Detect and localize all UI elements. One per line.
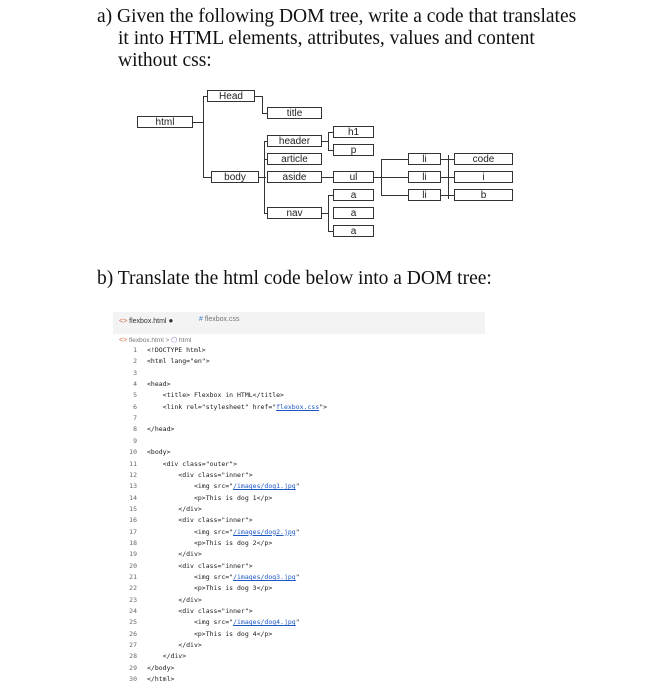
code-line: <img src="/images/dog1.jpg" <box>147 482 300 491</box>
breadcrumb-element[interactable]: html <box>179 337 192 344</box>
question-a-line1: a) Given the following DOM tree, write a… <box>97 6 577 27</box>
line-number: 13 <box>129 482 137 491</box>
code-line: </div> <box>147 550 202 559</box>
line-number: 8 <box>133 425 137 434</box>
code-editor: <> flexbox.html ● # flexbox.css <> flexb… <box>113 312 485 700</box>
code-line: <img src="/images/dog4.jpg" <box>147 618 300 627</box>
line-number: 18 <box>129 538 137 547</box>
code-line: </head> <box>147 425 175 434</box>
node-a-3: a <box>333 225 374 237</box>
code-line: <html lang="en"> <box>147 357 210 366</box>
line-number: 2 <box>133 357 137 366</box>
breadcrumb-separator: > <box>165 337 170 344</box>
line-number: 30 <box>129 675 137 684</box>
node-code: code <box>454 153 513 165</box>
breadcrumb-file[interactable]: flexbox.html <box>129 337 164 344</box>
line-number: 29 <box>129 663 137 672</box>
node-nav: nav <box>267 207 322 219</box>
tab-flexbox-html[interactable]: <> flexbox.html ● <box>119 316 174 325</box>
code-line: </div> <box>147 595 202 604</box>
question-a-line3: without css: <box>118 50 212 71</box>
node-article: article <box>267 153 322 165</box>
node-b: b <box>454 189 513 201</box>
code-line: <body> <box>147 448 171 457</box>
html-file-icon: <> <box>119 318 128 325</box>
code-line: </html> <box>147 675 175 684</box>
line-number: 22 <box>129 584 137 593</box>
code-line: <p>This is dog 4</p> <box>147 629 273 638</box>
node-aside: aside <box>267 171 322 183</box>
line-number: 11 <box>129 459 137 468</box>
node-ul: ul <box>333 171 374 183</box>
node-p: p <box>333 144 374 156</box>
code-line: <p>This is dog 3</p> <box>147 584 273 593</box>
code-line: <title> Flexbox in HTML</title> <box>147 391 284 400</box>
line-number: 4 <box>133 380 137 389</box>
tab-flexbox-css[interactable]: # flexbox.css <box>199 316 240 323</box>
line-number: 27 <box>129 641 137 650</box>
html-file-icon: <> <box>119 337 128 344</box>
line-number: 12 <box>129 470 137 479</box>
line-number: 9 <box>133 436 137 445</box>
code-line: <head> <box>147 380 171 389</box>
line-number: 25 <box>129 618 137 627</box>
line-number: 1 <box>133 346 137 354</box>
code-line: <p>This is dog 1</p> <box>147 493 273 502</box>
node-h1: h1 <box>333 126 374 138</box>
node-li-2: li <box>408 171 441 183</box>
node-i: i <box>454 171 513 183</box>
line-number: 7 <box>133 414 137 423</box>
breadcrumb: <> flexbox.html > ⬡ html <box>119 336 191 344</box>
unsaved-dot-icon: ● <box>168 316 174 325</box>
code-line: <link rel="stylesheet" href="flexbox.css… <box>147 402 328 411</box>
line-number: 10 <box>129 448 137 457</box>
line-number: 16 <box>129 516 137 525</box>
code-line: </body> <box>147 663 175 672</box>
node-header: header <box>267 135 322 147</box>
css-file-icon: # <box>199 316 203 323</box>
code-line: </div> <box>147 504 202 513</box>
code-line: <!DOCTYPE html> <box>147 346 206 354</box>
line-number: 17 <box>129 527 137 536</box>
line-number: 23 <box>129 595 137 604</box>
node-li-1: li <box>408 153 441 165</box>
line-number: 28 <box>129 652 137 661</box>
node-a-2: a <box>333 207 374 219</box>
code-line: <p>This is dog 2</p> <box>147 538 273 547</box>
node-title: title <box>267 107 322 119</box>
line-number: 21 <box>129 573 137 581</box>
code-line: </div> <box>147 641 202 650</box>
line-number: 24 <box>129 607 137 616</box>
line-number: 15 <box>129 504 137 513</box>
code-line: <div class="inner"> <box>147 607 253 616</box>
line-number: 26 <box>129 629 137 638</box>
line-number: 20 <box>129 561 137 570</box>
line-number: 19 <box>129 550 137 559</box>
code-line: <img src="/images/dog2.jpg" <box>147 527 300 536</box>
line-number: 5 <box>133 391 137 400</box>
line-number: 3 <box>133 368 137 377</box>
node-html: html <box>137 116 193 128</box>
code-line: <img src="/images/dog3.jpg" <box>147 573 300 581</box>
node-li-3: li <box>408 189 441 201</box>
code-line: <div class="inner"> <box>147 561 253 570</box>
node-head: Head <box>207 90 255 102</box>
code-line: <div class="outer"> <box>147 459 238 468</box>
code-line: <div class="inner"> <box>147 516 253 525</box>
node-a-1: a <box>333 189 374 201</box>
element-icon: ⬡ <box>171 337 178 344</box>
question-a-line2: it into HTML elements, attributes, value… <box>118 28 535 49</box>
code-line: <div class="inner"> <box>147 470 253 479</box>
line-number: 14 <box>129 493 137 502</box>
code-line: </div> <box>147 652 187 661</box>
line-number: 6 <box>133 402 137 411</box>
node-body: body <box>211 171 259 183</box>
question-b: b) Translate the html code below into a … <box>97 268 492 289</box>
editor-tab-bar: <> flexbox.html ● # flexbox.css <box>113 312 485 334</box>
